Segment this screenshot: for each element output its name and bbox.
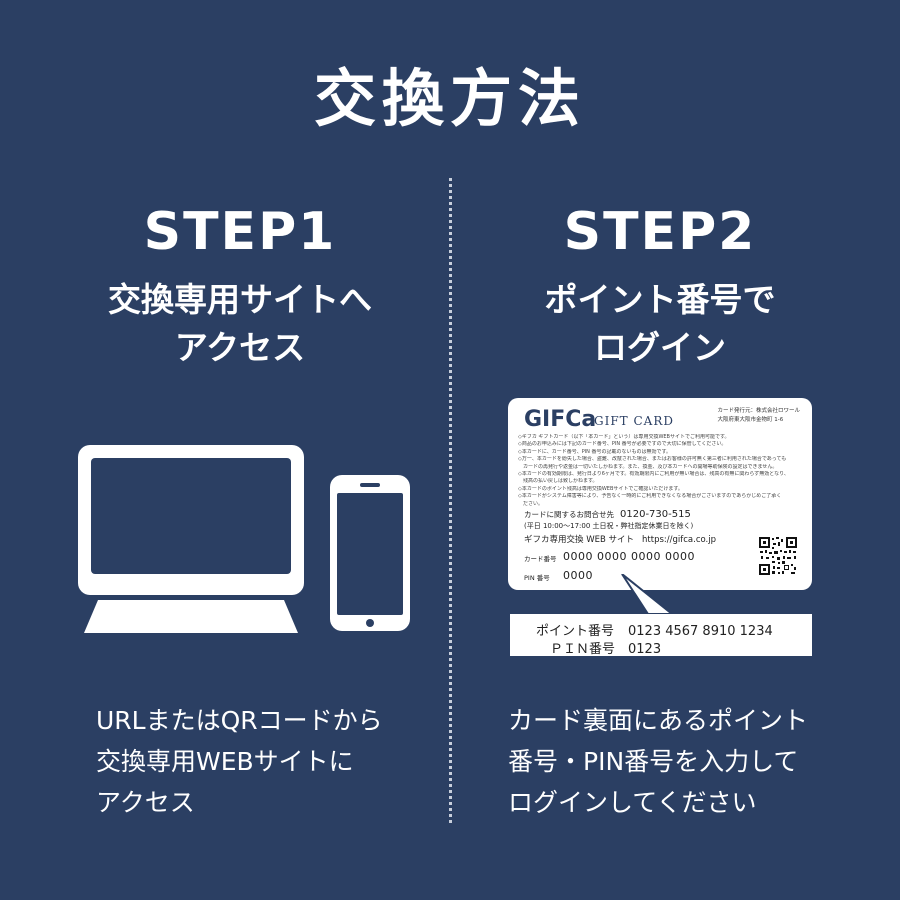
terms-line: ◇万一、本カードを紛失した場合、盗難、改竄された場合、またはお客様の許可無く第三… (518, 456, 787, 463)
step1-desc-line1: URLまたはQRコードから (96, 706, 383, 735)
step1-desc-line3: アクセス (96, 788, 195, 817)
terms-line: 残高の払い戻しは致しかねます。 (518, 478, 598, 485)
card-pin: 0000 (563, 569, 593, 582)
card-site: ギフカ専用交換 WEB サイト https://gifca.co.jp (524, 533, 716, 545)
issuer-line1: カード発行元：株式会社ロワール (717, 408, 800, 414)
gift-card-back: GIFCa GIFT CARD カード発行元：株式会社ロワール 大阪府東大阪市金… (508, 398, 812, 590)
terms-line: ◇本カードに、カード番号、PIN 番号の記載のないものは無効です。 (518, 448, 672, 455)
site-url: https://gifca.co.jp (642, 535, 717, 545)
step1-desc-line2: 交換専用WEBサイトに (96, 747, 354, 776)
card-subtitle: GIFT CARD (594, 414, 674, 428)
callout-point-value: 0123 4567 8910 1234 (628, 624, 773, 639)
step1-heading-line2: アクセス (174, 328, 306, 367)
number-callout: ポイント番号 0123 4567 8910 1234 ＰＩＮ番号 0123 (510, 614, 812, 657)
card-inquiry: カードに関するお問合せ先 0120-730-515 (524, 509, 691, 520)
monitor-icon (78, 445, 304, 633)
terms-line: ださい。 (518, 500, 544, 507)
callout-point-row: ポイント番号 0123 4567 8910 1234 (536, 620, 773, 639)
step2-heading-line1: ポイント番号で (544, 280, 776, 319)
card-issuer: カード発行元：株式会社ロワール 大阪府東大阪市金物町 1-6 (717, 407, 800, 425)
step2-desc-line1: カード裏面にあるポイント (508, 706, 809, 735)
card-terms: ◇ギフカ ギフトカード（以下「本カード」という）は専用交換WEBサイトでご利用可… (518, 434, 806, 508)
card-number: 0000 0000 0000 0000 (563, 550, 695, 563)
smartphone-icon (330, 475, 410, 631)
terms-line: ◇本カードがシステム障害等により、予告なく一時的にご利用できなくなる場合がござい… (518, 493, 782, 500)
terms-line: ◇商品のお申込みには下記のカード番号、PIN 番号が必要ですので大切に保管してく… (518, 441, 727, 448)
page-title: 交換方法 (313, 62, 586, 135)
terms-line: ◇本カードの有効期限は、発行日より6ヶ月です。有効期限内にご利用が無い場合は、残… (518, 471, 789, 478)
step2-desc-line2: 番号・PIN番号を入力して (508, 747, 799, 776)
step2-desc-line3: ログインしてください (508, 788, 757, 817)
callout-point-label: ポイント番号 (536, 624, 615, 639)
callout-pin-row: ＰＩＮ番号 0123 (536, 638, 661, 657)
terms-line: カードの再発行や返金は一切いたしかねます。また、換金、及び本カードへの開場等助保… (518, 463, 778, 470)
card-number-label: カード番号 (524, 555, 557, 563)
devices-illustration (78, 445, 410, 633)
step2-heading-line2: ログイン (594, 328, 726, 367)
step2-label: STEP2 (563, 202, 757, 262)
terms-line: ◇ギフカ ギフトカード（以下「本カード」という）は専用交換WEBサイトでご利用可… (518, 434, 730, 440)
step1-description: URLまたはQRコードから 交換専用WEBサイトに アクセス (96, 700, 456, 823)
column-divider (449, 178, 452, 823)
step2-description: カード裏面にあるポイント 番号・PIN番号を入力して ログインしてください (508, 700, 868, 823)
step2-heading: ポイント番号で ログイン (450, 276, 870, 372)
callout-pointer (621, 570, 675, 615)
qr-code-icon (758, 536, 798, 576)
inquiry-hours: (平日 10:00～17:00 土日祝・弊社指定休業日を除く) (524, 522, 694, 530)
step1-label: STEP1 (143, 202, 337, 262)
site-label: ギフカ専用交換 WEB サイト (524, 535, 635, 545)
callout-pin-value: 0123 (628, 642, 662, 657)
terms-line: ◇本カードのポイント残高は専用交換WEBサイトでご確認いただけます。 (518, 485, 683, 492)
card-pin-label: PIN 番号 (524, 574, 550, 582)
inquiry-label: カードに関するお問合せ先 (524, 510, 614, 519)
inquiry-phone: 0120-730-515 (620, 509, 691, 520)
issuer-line2: 大阪府東大阪市金物町 1-6 (717, 417, 784, 423)
callout-pin-label: ＰＩＮ番号 (550, 642, 616, 657)
step1-heading-line1: 交換専用サイトへ (108, 280, 372, 319)
step1-heading: 交換専用サイトへ アクセス (30, 276, 450, 372)
gifca-logo: GIFCa (524, 407, 597, 432)
